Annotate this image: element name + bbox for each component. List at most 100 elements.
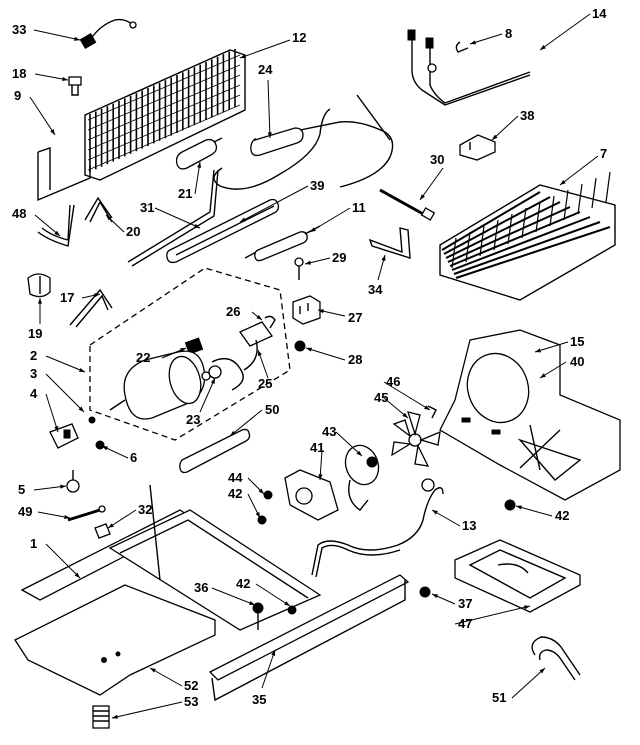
- leader-arrowhead: [492, 134, 498, 140]
- leader-line: [149, 667, 183, 687]
- leader-line: [45, 543, 81, 579]
- callout-42: 42: [555, 508, 569, 523]
- part-7-evaporator-coil: [439, 171, 616, 301]
- callout-4: 4: [30, 386, 38, 401]
- callout-29: 29: [332, 250, 346, 265]
- callout-21: 21: [178, 186, 192, 201]
- part-28-grommet: [294, 340, 306, 352]
- part-31-tube: [127, 169, 219, 267]
- coil-fin: [507, 213, 513, 245]
- callout-42: 42: [228, 486, 242, 501]
- callout-6: 6: [130, 450, 137, 465]
- callout-25: 25: [258, 376, 272, 391]
- callout-45: 45: [374, 390, 388, 405]
- leader-arrowhead: [194, 223, 200, 228]
- part-39-insulation-tube: [166, 198, 280, 264]
- leader-line: [255, 583, 291, 607]
- callout-11: 11: [352, 200, 366, 215]
- callout-17: 17: [60, 290, 74, 305]
- leader-line: [515, 505, 553, 517]
- leader-line: [45, 373, 85, 413]
- leader-arrowhead: [402, 412, 408, 418]
- coil-fin: [87, 64, 241, 131]
- part-26-connector: [264, 315, 276, 329]
- leader-line: [419, 167, 444, 201]
- coil-fin: [451, 237, 457, 269]
- leader-arrowhead: [150, 668, 156, 673]
- callout-48: 48: [12, 206, 26, 221]
- callout-24: 24: [258, 62, 273, 77]
- leader-arrowhead: [470, 40, 476, 45]
- part-51-hose: [531, 636, 581, 681]
- leader-line: [305, 347, 346, 361]
- callout-47: 47: [458, 616, 472, 631]
- leader-arrowhead: [305, 260, 311, 265]
- part-32-clip: [94, 523, 111, 539]
- callout-20: 20: [126, 224, 140, 239]
- leader-arrowhead: [432, 510, 438, 515]
- part-29-screw: [294, 257, 304, 280]
- leader-arrowhead: [102, 446, 108, 451]
- part-18-screw: [68, 76, 82, 96]
- callout-38: 38: [520, 108, 534, 123]
- part-49-screw: [67, 505, 106, 522]
- part-33-wire-connector: [79, 18, 137, 50]
- callout-50: 50: [265, 402, 279, 417]
- callout-49: 49: [18, 504, 32, 519]
- callout-30: 30: [430, 152, 444, 167]
- callout-23: 23: [186, 412, 200, 427]
- leader-arrowhead: [432, 594, 438, 599]
- callout-19: 19: [28, 326, 42, 341]
- leader-arrowhead: [524, 605, 530, 610]
- leader-arrowhead: [271, 650, 276, 656]
- callout-15: 15: [570, 334, 584, 349]
- part-41-motor-bracket: [284, 469, 339, 521]
- callout-37: 37: [458, 596, 472, 611]
- part-compressor: [109, 350, 211, 420]
- leader-arrowhead: [37, 298, 43, 304]
- part-27-relay: [292, 295, 321, 325]
- callout-3: 3: [30, 366, 37, 381]
- callout-46: 46: [386, 374, 400, 389]
- coil-fin: [549, 195, 555, 227]
- callout-28: 28: [348, 352, 362, 367]
- leader-arrowhead: [54, 230, 60, 236]
- leader-line: [539, 13, 591, 51]
- part-38-clip-block: [459, 134, 496, 161]
- leader-arrowhead: [318, 309, 324, 314]
- callout-44: 44: [228, 470, 243, 485]
- leader-arrowhead: [381, 255, 386, 261]
- leader-arrowhead: [62, 76, 68, 82]
- callout-7: 7: [600, 146, 607, 161]
- callout-52: 52: [184, 678, 198, 693]
- callout-42: 42: [236, 576, 250, 591]
- callout-32: 32: [138, 502, 152, 517]
- part-11-dryer: [244, 225, 321, 262]
- leader-arrowhead: [54, 426, 59, 432]
- compressor-group-outline: [89, 267, 291, 441]
- part-35-rail: [208, 574, 410, 702]
- leader-arrowhead: [420, 194, 425, 200]
- leader-line: [45, 355, 86, 373]
- leader-arrowhead: [74, 36, 80, 41]
- part-8-clip: [455, 41, 469, 53]
- leader-line: [239, 185, 309, 223]
- leader-arrowhead: [256, 314, 262, 320]
- callout-43: 43: [322, 424, 336, 439]
- part-30-long-screw: [379, 188, 436, 221]
- coil-fin: [87, 94, 241, 161]
- leader-arrowhead: [306, 347, 312, 352]
- leader-line: [261, 649, 276, 689]
- part-21-dryer: [175, 137, 223, 170]
- leader-line: [491, 115, 519, 141]
- part-43-fan-motor: [344, 444, 380, 511]
- part-17-tube: [69, 288, 113, 328]
- part-4-mount-bracket: [49, 416, 105, 450]
- leader-line: [454, 605, 531, 625]
- part-44-screw: [257, 490, 273, 525]
- callout-39: 39: [310, 178, 324, 193]
- part-47-drain-pan: [454, 539, 581, 613]
- leader-line: [229, 409, 263, 437]
- part-53-spring: [92, 705, 110, 729]
- part-12-condenser-coil: [37, 49, 246, 202]
